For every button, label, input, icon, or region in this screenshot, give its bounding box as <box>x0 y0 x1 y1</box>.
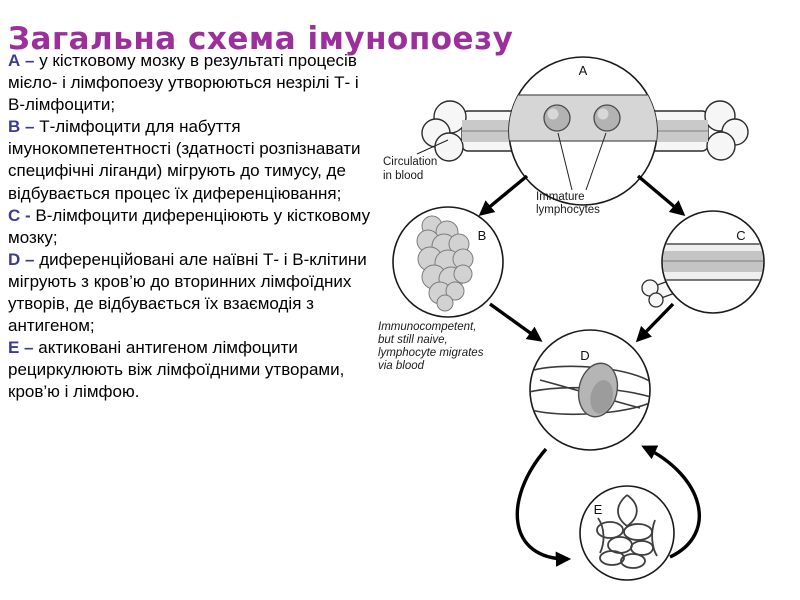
bone-right-knob <box>706 131 736 161</box>
flow-arrows <box>478 174 701 567</box>
arrow-b-to-d <box>489 302 543 342</box>
magnified-marrow <box>509 95 657 141</box>
immunopoiesis-diagram: A Circulation in blood Immature lymphocy… <box>378 56 765 581</box>
node-d-lymph-node: D <box>529 329 651 451</box>
lymph-node-icon <box>577 362 619 418</box>
immature-leader-line <box>557 132 573 191</box>
circle-a-content <box>509 94 657 142</box>
arrow-c-to-d <box>635 302 675 343</box>
node-c-bone: C <box>641 210 765 314</box>
node-c-label: C <box>736 228 745 243</box>
arrow-d-to-e-loop <box>515 447 572 567</box>
circle-e-outline <box>579 485 675 581</box>
paragraph-text: Т-лімфоцити для набуття імунокомпетентно… <box>8 117 361 203</box>
paragraph-b: В – Т-лімфоцити для набуття імунокомпете… <box>8 116 376 204</box>
paragraph-e: Е – актиковані антигеном лімфоцити рецир… <box>8 337 376 403</box>
capillary-network-icon <box>596 494 658 569</box>
lymphocyte-cell <box>543 104 571 132</box>
circle-c-content <box>663 243 763 281</box>
immature-lymphocytes-label: Immature lymphocytes <box>536 191 600 216</box>
node-a-label: A <box>579 63 588 78</box>
paragraph-text: диференційовані але наївні Т- і В-клітин… <box>8 249 367 336</box>
paragraph-lead: В – <box>8 117 35 137</box>
paragraph-c: С - В-лімфоцити диференціюють у кістково… <box>8 205 376 249</box>
page-title: Загальна схема імунопоезу <box>8 20 514 57</box>
paragraph-text: актиковані антигеном лімфоцити рециркулю… <box>8 338 345 402</box>
paragraph-lead: Е – <box>8 338 34 358</box>
cell-highlight <box>597 108 609 120</box>
paragraph-a: А – у кістковому мозку в результаті проц… <box>8 50 376 116</box>
paragraph-lead: D – <box>8 249 35 269</box>
arrow-a-to-c <box>636 174 686 216</box>
lymphocyte-cell <box>593 104 621 132</box>
immunocompetent-note: Immunocompetent, but still naive, lympho… <box>378 321 487 372</box>
arrow-e-to-d-loop <box>641 445 701 559</box>
node-b-thymus: B <box>392 206 504 318</box>
node-e-label: E <box>594 502 603 517</box>
paragraph-lead: С - <box>8 205 31 225</box>
paragraph-lead: А – <box>8 51 35 70</box>
cell-highlight <box>547 108 559 120</box>
thymus-icon <box>416 215 474 312</box>
paragraph-text: В-лімфоцити диференціюють у кістковому м… <box>8 205 371 247</box>
paragraph-text: у кістковому мозку в результаті процесів… <box>8 51 359 115</box>
immature-lymphocyte-cells-icon <box>543 104 621 132</box>
immature-leader-line <box>585 132 607 191</box>
node-e-network: E <box>579 485 675 581</box>
node-a-circle: A <box>508 56 658 206</box>
arrow-a-to-b <box>478 174 529 216</box>
circulation-in-blood-label: Circulation in blood <box>383 156 441 182</box>
description-text-block: А – у кістковому мозку в результаті проц… <box>8 50 376 404</box>
paragraph-d: D – диференційовані але наївні Т- і В-кл… <box>8 249 376 337</box>
node-d-label: D <box>580 348 589 363</box>
bone-left-knob <box>434 132 464 162</box>
node-b-label: B <box>478 228 487 243</box>
circulation-leader-line <box>416 139 449 155</box>
